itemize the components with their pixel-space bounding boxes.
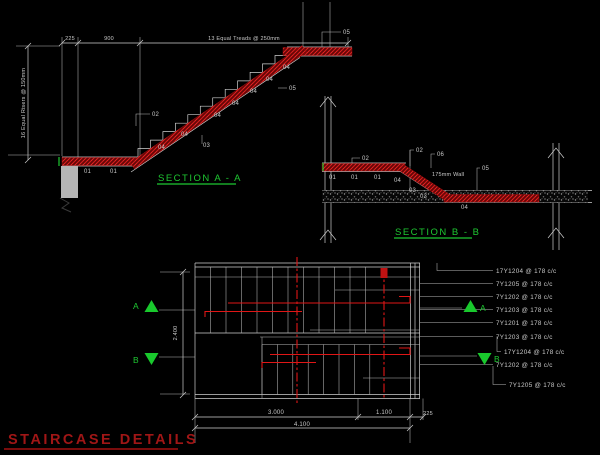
plan-rebar xyxy=(204,257,411,403)
bar-mark-label: 01 xyxy=(84,169,92,175)
section-aa: 225 900 13 Equal Treads @ 250mm 16 Equal… xyxy=(8,2,353,213)
section-marker-up-icon xyxy=(144,300,159,312)
section-marker-down-icon xyxy=(144,353,159,365)
section-marker-a-right: A xyxy=(463,300,486,313)
bar-mark-label: 03 xyxy=(203,143,211,149)
dim-plan-height: 2.400 xyxy=(173,326,179,341)
bar-mark-label: 01 xyxy=(374,175,382,181)
bar-mark-label: 05 xyxy=(482,166,490,172)
section-marker-down-icon xyxy=(477,353,492,365)
section-aa-rebar-hatch xyxy=(58,45,353,170)
wall-note: 175mm Wall xyxy=(432,172,464,178)
section-aa-title: SECTION A - A xyxy=(158,173,242,184)
bar-mark-label: 02 xyxy=(152,112,160,118)
bar-mark-label: 01 xyxy=(351,175,359,181)
bar-mark-label: 03 xyxy=(420,194,428,200)
bar-mark-label: 04 xyxy=(181,132,189,138)
bar-mark-label: 01 xyxy=(329,175,337,181)
wall-fill xyxy=(61,166,78,198)
dim-risers: 16 Equal Risers @ 150mm xyxy=(21,68,27,139)
drawing-title: STAIRCASE DETAILS xyxy=(8,432,198,448)
section-marker-b-left: B xyxy=(133,353,159,365)
rebar-label: 7Y1203 @ 178 c/c xyxy=(496,307,553,314)
rebar-label: 7Y1201 @ 178 c/c xyxy=(496,320,553,327)
plan-linework xyxy=(159,262,506,399)
rebar-label: 7Y1203 @ 178 c/c xyxy=(496,334,553,341)
dim-plan-w3: 225 xyxy=(423,411,433,417)
bar-mark-label: 05 xyxy=(289,86,297,92)
section-bb-slabs xyxy=(321,163,588,203)
bar-mark-label: 04 xyxy=(158,145,166,151)
bar-mark-label: 04 xyxy=(214,113,222,119)
rebar-label: 17Y1204 @ 178 c/c xyxy=(496,268,557,275)
stair-plan: 2.400 3.000 1.100 225 4.100 A B A B 17Y1… xyxy=(133,257,566,443)
bar-mark-label: 01 xyxy=(110,169,118,175)
dim-plan-w2: 1.100 xyxy=(376,410,392,416)
bar-mark-label: 04 xyxy=(283,65,291,71)
dim-plan-total: 4.100 xyxy=(294,422,310,428)
bar-mark-label: 02 xyxy=(362,156,370,162)
dim-plan-w1: 3.000 xyxy=(268,410,284,416)
bar-mark-label: 04 xyxy=(461,205,469,211)
rebar-label: 7Y1202 @ 178 c/c xyxy=(496,362,553,369)
marker-a-label: A xyxy=(133,301,139,311)
rebar-label: 17Y1204 @ 178 c/c xyxy=(504,349,565,356)
rebar-label: 7Y1205 @ 178 c/c xyxy=(496,281,553,288)
bar-mark-label: 04 xyxy=(250,89,258,95)
section-marker-b-right: B xyxy=(477,353,500,365)
bar-mark-label: 02 xyxy=(416,148,424,154)
marker-a-label: A xyxy=(480,303,486,313)
marker-b-label: B xyxy=(494,354,500,364)
section-bb: 02 02 06 05 01 01 01 04 03 03 04 175mm W… xyxy=(319,96,592,250)
dim-225: 225 xyxy=(65,36,75,42)
rebar-label: 7Y1202 @ 178 c/c xyxy=(496,294,553,301)
dim-treads: 13 Equal Treads @ 250mm xyxy=(208,36,280,42)
marker-b-label: B xyxy=(133,355,139,365)
bar-mark-label: 04 xyxy=(232,101,240,107)
section-marker-up-icon xyxy=(463,300,478,312)
bar-mark-label: 06 xyxy=(437,152,445,158)
section-aa-wall xyxy=(59,166,78,213)
plan-dimensions xyxy=(160,268,427,443)
rebar-label: 7Y1205 @ 178 c/c xyxy=(509,382,566,389)
bar-mark-label: 03 xyxy=(409,188,417,194)
section-bb-title: SECTION B - B xyxy=(395,227,480,238)
drawing-title-block: STAIRCASE DETAILS xyxy=(4,432,198,450)
bar-mark-label: 05 xyxy=(343,30,351,36)
section-marker-a-left: A xyxy=(133,300,159,312)
bar-mark-label: 04 xyxy=(394,178,402,184)
bar-mark-label: 04 xyxy=(266,77,274,83)
dim-900: 900 xyxy=(104,36,114,42)
section-aa-linework xyxy=(8,2,352,173)
